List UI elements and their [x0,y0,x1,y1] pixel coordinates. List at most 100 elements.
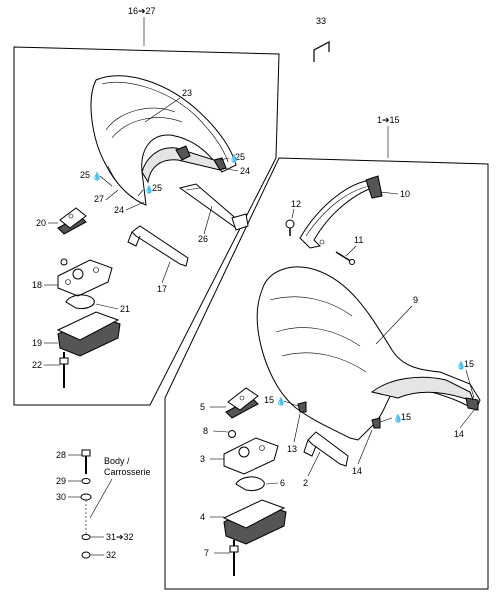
leader-24a [221,167,239,172]
part-4-base [222,499,287,545]
callout-9: 9 [413,295,418,305]
drop-icon-25c: 💧 [144,184,154,194]
drop-icon-15b: 💧 [276,396,286,406]
callout-25a: 25 [235,152,245,162]
leader-2 [307,451,321,477]
part-3-bracket [223,437,279,475]
leader-9 [375,305,413,345]
callout-30: 30 [56,492,66,502]
callout-20: 20 [36,218,46,228]
drop-icon-25a: 💧 [229,153,239,163]
callout-32: 32 [106,550,116,560]
drop-icon-25b: 💧 [92,171,102,181]
callout-14b: 14 [352,466,362,476]
callout-21: 21 [120,304,130,314]
callout-6: 6 [280,478,285,488]
passenger-seat-23 [90,75,237,206]
part-22-bolt [59,352,69,388]
leader-21 [95,303,119,310]
callout-18: 18 [32,280,42,290]
callout-10: 10 [400,189,410,199]
part-12-screw [285,219,295,236]
part-33-clip [313,41,330,62]
callout-11: 11 [354,235,363,245]
callout-3: 3 [200,454,205,464]
part-10-grab-handle [299,175,383,249]
leader-14b [357,429,373,465]
leader-17 [161,261,171,284]
leader-25b [99,175,113,187]
leader-15c [379,417,393,423]
part-31-washer [81,534,91,540]
callout-4: 4 [200,512,205,522]
part-18-bracket [57,259,113,297]
callout-23: 23 [182,88,192,98]
part-32-nut [81,551,91,559]
callout-24b: 24 [114,205,124,215]
callout-29: 29 [56,476,66,486]
part-30-washer [80,493,92,501]
drop-icon-15c: 💧 [393,413,403,423]
drop-icon-15a: 💧 [456,360,466,370]
callout-17: 17 [157,284,167,294]
leader-26 [203,205,213,235]
body-note-leader [89,478,113,519]
leader-24b [125,201,145,211]
part-17-lkey [127,225,189,267]
callout-12: 12 [291,199,301,209]
group-left-label: 16➔27 [128,6,156,16]
body-note-line1: Body / [104,456,130,466]
callout-26: 26 [198,234,208,244]
callout-27: 27 [94,194,104,204]
left-group-frame [13,46,280,406]
leader-23 [144,97,181,123]
leader-15b [283,400,299,407]
part-5-latch [225,387,259,419]
leader-12 [291,208,295,219]
callout-7: 7 [204,548,209,558]
callout-15c: 15 [401,412,411,422]
part-26-strap [178,183,249,231]
leader-25a [219,157,230,161]
callout-24a: 24 [240,166,250,176]
leader-14a [459,409,475,429]
main-seat-9 [256,266,481,441]
group-right-label: 1➔15 [377,115,400,125]
callout-33: 33 [316,16,326,26]
callout-28: 28 [56,450,66,460]
callout-19: 19 [32,338,42,348]
callout-15b: 15 [264,395,274,405]
right-group-frame [164,157,489,590]
leader-10 [379,191,399,195]
part-6-spring [235,476,265,491]
leader-11 [345,245,357,257]
callout-5: 5 [200,402,205,412]
fastener-stack [80,449,92,559]
leader-13 [293,413,301,443]
body-note-line2: Carrosserie [104,467,151,477]
leader-15a [465,369,475,399]
callout-25c: 25 [152,183,162,193]
callout-2: 2 [303,478,308,488]
part-2-lkey [303,431,349,467]
part-20-latch [57,207,87,235]
part-29-washer [81,478,91,484]
callout-14a: 14 [454,429,464,439]
part-11-bolt [335,251,355,265]
callout-13: 13 [287,444,297,454]
leader-27 [105,189,119,201]
part-18-washer [60,258,68,266]
callout-15a: 15 [464,359,474,369]
part-8-washer [228,430,236,438]
leader-8 [212,430,229,433]
part-28-bolt-head [81,449,91,457]
part-7-bolt [229,540,239,576]
leader-6 [265,482,279,485]
callout-25b: 25 [80,170,90,180]
callout-31-32: 31➔32 [106,532,134,542]
callout-8: 8 [203,426,208,436]
part-19-base [56,311,121,357]
part-21-spring [65,294,95,309]
